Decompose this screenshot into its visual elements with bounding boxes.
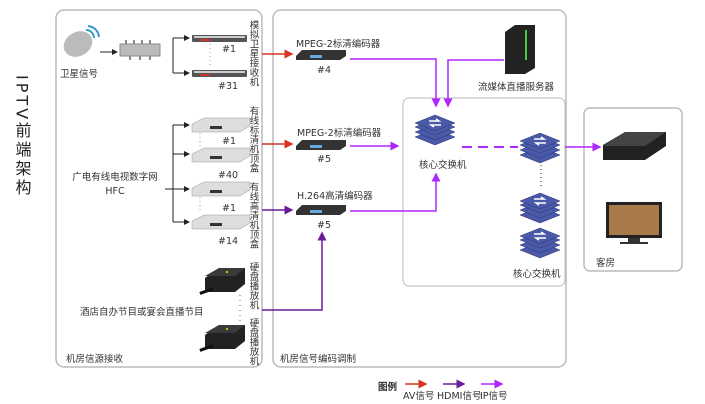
sd-stb-label: 有线标清机顶盒 [248, 105, 260, 172]
core-switch-icon [414, 114, 456, 146]
hd-stb-last [191, 214, 251, 230]
source-box [55, 9, 263, 368]
encoder-3 [296, 205, 346, 215]
encoder-1-num: #4 [317, 65, 331, 76]
encoder-1 [296, 50, 346, 60]
page-title: IPTV前端架构 [13, 75, 32, 198]
sat-receiver-label: 模拟卫星接收机 [248, 19, 260, 87]
ip-line-server [443, 59, 504, 108]
core-switch-label: 核心交换机 [419, 159, 467, 171]
legend-ip-label: IP信号 [480, 390, 508, 402]
source-box-label: 机房信源接收 [66, 353, 124, 365]
guest-room-box [583, 107, 683, 272]
encoder-2-label: MPEG-2标清编码器 [297, 127, 382, 139]
hfc-sublabel: HFC [105, 186, 125, 197]
hotel-program-label: 酒店自办节目或宴会直播节目 [80, 306, 204, 318]
sat-receiver-last-label: #31 [218, 81, 238, 92]
access-switch-icon-3 [519, 227, 561, 259]
encoder-3-label: H.264高清编码器 [297, 190, 373, 202]
sat-receiver-first [192, 35, 247, 42]
legend-hdmi-label: HDMI信号 [437, 390, 481, 402]
legend-title: 图例 [378, 381, 397, 393]
streaming-server-icon [505, 25, 535, 74]
encoder-1-label: MPEG-2标清编码器 [296, 38, 381, 50]
hdd-player-label-1: 硬盘播放机 [248, 262, 260, 310]
switch-box [402, 97, 566, 287]
encoder-3-num: #5 [317, 220, 331, 231]
access-switch-label: 核心交换机 [513, 268, 561, 280]
sd-stb-last [191, 147, 251, 163]
legend-av-label: AV信号 [403, 390, 434, 402]
hd-stb-first [191, 181, 251, 197]
satellite-label: 卫星信号 [60, 68, 98, 80]
access-switch-icon-1 [519, 132, 561, 164]
ip-line-3 [350, 172, 441, 212]
access-switch-icon-2 [519, 192, 561, 224]
hdmi-line-2 [262, 231, 327, 311]
sd-stb-first-label: #1 [222, 136, 236, 147]
encode-box-label: 机房信号编码调制 [280, 353, 356, 365]
hd-stb-label: 有线高清机顶盒 [248, 181, 260, 248]
encoder-2 [296, 140, 346, 150]
sat-receiver-last [192, 70, 247, 77]
sat-receiver-first-label: #1 [222, 44, 236, 55]
tv-icon [606, 202, 662, 244]
satellite-dish-icon [63, 25, 100, 57]
sd-stb-last-label: #40 [218, 170, 238, 181]
hdd-player-label-2: 硬盘播放机 [248, 318, 260, 366]
hfc-label: 广电有线电视数字网 [72, 171, 158, 183]
sd-stb-first [191, 117, 251, 133]
hdd-player-first [199, 268, 245, 295]
splitter-icon [119, 40, 161, 60]
guest-room-label: 客房 [596, 257, 615, 269]
ip-line-1 [350, 58, 441, 108]
set-top-box-icon [603, 132, 666, 160]
hd-stb-first-label: #1 [222, 203, 236, 214]
streaming-server-label: 流媒体直播服务器 [478, 81, 555, 93]
encode-box [272, 9, 567, 368]
hd-stb-last-label: #14 [218, 236, 238, 247]
encoder-2-num: #5 [317, 154, 331, 165]
hdd-player-last [199, 325, 245, 352]
